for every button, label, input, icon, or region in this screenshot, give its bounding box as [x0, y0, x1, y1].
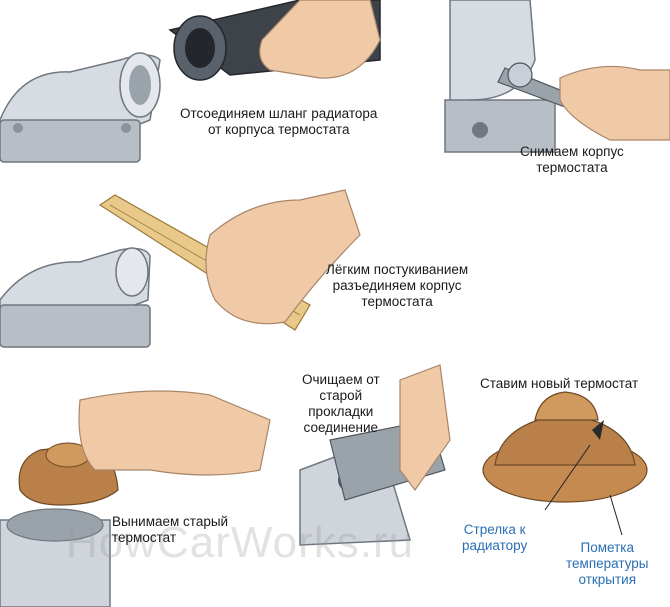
caption-line: прокладки: [308, 404, 374, 419]
caption-line: термостат: [112, 530, 177, 545]
caption-line: Снимаем корпус: [520, 144, 624, 159]
caption-line: Отсоединяем шланг радиатора: [180, 106, 378, 121]
mark-callout-line: [609, 494, 623, 536]
illustration-tapping: [0, 189, 361, 348]
step-tap-housing: Лёгким постукиванием разъединяем корпус …: [326, 262, 468, 310]
step-remove-housing: Снимаем корпус термостата: [520, 144, 624, 176]
caption-line: старой: [319, 388, 363, 403]
callout-temperature-mark: Пометка температуры открытия: [566, 540, 649, 588]
caption-line: разъединяем корпус: [332, 278, 462, 293]
step-clean-gasket: Очищаем от старой прокладки соединение: [302, 372, 380, 436]
illustration-scraping: [299, 364, 451, 546]
caption-line: Ставим новый термостат: [480, 376, 639, 391]
caption-line: от корпуса термостата: [207, 122, 350, 137]
caption-line: соединение: [303, 420, 379, 435]
caption-line: термостата: [361, 294, 433, 309]
step-remove-old: Вынимаем старый термостат: [112, 514, 228, 546]
watermark: HowCarWorks.ru: [66, 518, 415, 567]
callout-line: температуры: [566, 556, 649, 571]
step-disconnect-hose: Отсоединяем шланг радиатора от корпуса т…: [180, 106, 377, 138]
illustration-hose-removal: [0, 0, 381, 163]
step-install-new: Ставим новый термостат: [480, 376, 638, 392]
arrow-callout-line: [544, 444, 591, 511]
caption-line: Вынимаем старый: [112, 514, 229, 529]
caption-line: термостата: [536, 160, 608, 175]
illustration-new-thermostat: [482, 391, 648, 536]
callout-line: открытия: [578, 572, 637, 587]
caption-line: Лёгким постукиванием: [326, 262, 469, 277]
callout-arrow-to-radiator: Стрелка к радиатору: [462, 522, 527, 554]
illustration-old-thermostat: [0, 390, 271, 607]
callout-line: радиатору: [462, 538, 528, 553]
illustration-wrench: [444, 0, 670, 153]
callout-line: Пометка: [580, 540, 634, 555]
callout-line: Стрелка к: [463, 522, 526, 537]
caption-line: Очищаем от: [302, 372, 380, 387]
